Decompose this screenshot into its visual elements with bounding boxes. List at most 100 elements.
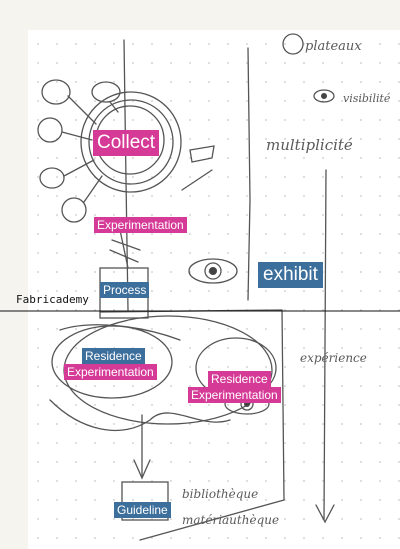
grid-dot (189, 328, 191, 330)
blob (37, 117, 63, 143)
grid-dot (208, 100, 210, 102)
grid-dot (398, 195, 400, 197)
grid-dot (284, 518, 286, 520)
grid-dot (265, 442, 267, 444)
arrow-stroke (109, 229, 141, 269)
visibility-eye-pupil (321, 93, 327, 99)
grid-dot (75, 214, 77, 216)
grid-dot (360, 176, 362, 178)
grid-dot (227, 176, 229, 178)
grid-dot (113, 423, 115, 425)
grid-dot (56, 290, 58, 292)
grid-dot (398, 537, 400, 539)
grid-dot (322, 252, 324, 254)
grid-dot (189, 43, 191, 45)
grid-dot (208, 518, 210, 520)
grid-dot (189, 176, 191, 178)
grid-dot (113, 518, 115, 520)
grid-dot (246, 499, 248, 501)
grid-dot (113, 385, 115, 387)
grid-dot (284, 81, 286, 83)
grid-dot (246, 442, 248, 444)
grid-dot (379, 309, 381, 311)
note-visibilite: visibilité (343, 92, 391, 105)
grid-dot (132, 252, 134, 254)
grid-dot (322, 290, 324, 292)
sketch-stroke (181, 169, 213, 191)
grid-dot (94, 100, 96, 102)
grid-dot (246, 195, 248, 197)
grid-dot (75, 461, 77, 463)
grid-dot (379, 119, 381, 121)
grid-dot (56, 423, 58, 425)
grid-dot (284, 404, 286, 406)
label-experimentation-left: Experimentation (64, 364, 157, 380)
grid-dot (56, 252, 58, 254)
note-materiautheque: matériauthèque (182, 513, 279, 527)
grid-dot (208, 138, 210, 140)
grid-dot (151, 328, 153, 330)
grid-dot (189, 366, 191, 368)
grid-dot (265, 233, 267, 235)
grid-dot (360, 252, 362, 254)
grid-dot (227, 480, 229, 482)
grid-dot (170, 290, 172, 292)
grid-dot (284, 347, 286, 349)
grid-dot (303, 404, 305, 406)
grid-dot (132, 176, 134, 178)
grid-dot (341, 537, 343, 539)
grid-dot (132, 442, 134, 444)
grid-dot (170, 518, 172, 520)
grid-dot (113, 176, 115, 178)
grid-dot (151, 537, 153, 539)
grid-dot (303, 138, 305, 140)
grid-dot (284, 119, 286, 121)
grid-dot (379, 385, 381, 387)
grid-dot (94, 81, 96, 83)
grid-dot (151, 442, 153, 444)
grid-dot (75, 537, 77, 539)
grid-dot (303, 119, 305, 121)
grid-dot (170, 252, 172, 254)
grid-dot (75, 423, 77, 425)
grid-dot (56, 271, 58, 273)
grid-dot (322, 499, 324, 501)
grid-dot (37, 157, 39, 159)
label-guideline: Guideline (114, 502, 171, 518)
grid-dot (322, 138, 324, 140)
grid-dot (303, 214, 305, 216)
note-multiplicite: multiplicité (266, 136, 353, 154)
label-process: Process (100, 282, 150, 298)
bottom-arc (59, 324, 181, 341)
grid-dot (303, 385, 305, 387)
grid-dot (360, 480, 362, 482)
grid-dot (132, 461, 134, 463)
small-sketch-box (189, 145, 215, 163)
grid-dot (208, 404, 210, 406)
grid-dot (37, 81, 39, 83)
grid-dot (303, 252, 305, 254)
grid-dot (37, 404, 39, 406)
grid-dot (75, 138, 77, 140)
grid-dot (208, 499, 210, 501)
grid-dot (75, 271, 77, 273)
grid-dot (360, 442, 362, 444)
grid-dot (379, 176, 381, 178)
grid-dot (284, 62, 286, 64)
grid-dot (265, 518, 267, 520)
label-collect: Collect (93, 130, 160, 156)
grid-dot (75, 43, 77, 45)
grid-dot (246, 518, 248, 520)
grid-dot (189, 404, 191, 406)
grid-dot (360, 119, 362, 121)
note-plateaux: plateaux (305, 39, 362, 54)
grid-dot (227, 81, 229, 83)
grid-dot (246, 214, 248, 216)
grid-dot (227, 271, 229, 273)
grid-dot (170, 119, 172, 121)
grid-dot (284, 537, 286, 539)
grid-dot (37, 138, 39, 140)
grid-dot (208, 233, 210, 235)
grid-dot (113, 404, 115, 406)
grid-dot (132, 499, 134, 501)
